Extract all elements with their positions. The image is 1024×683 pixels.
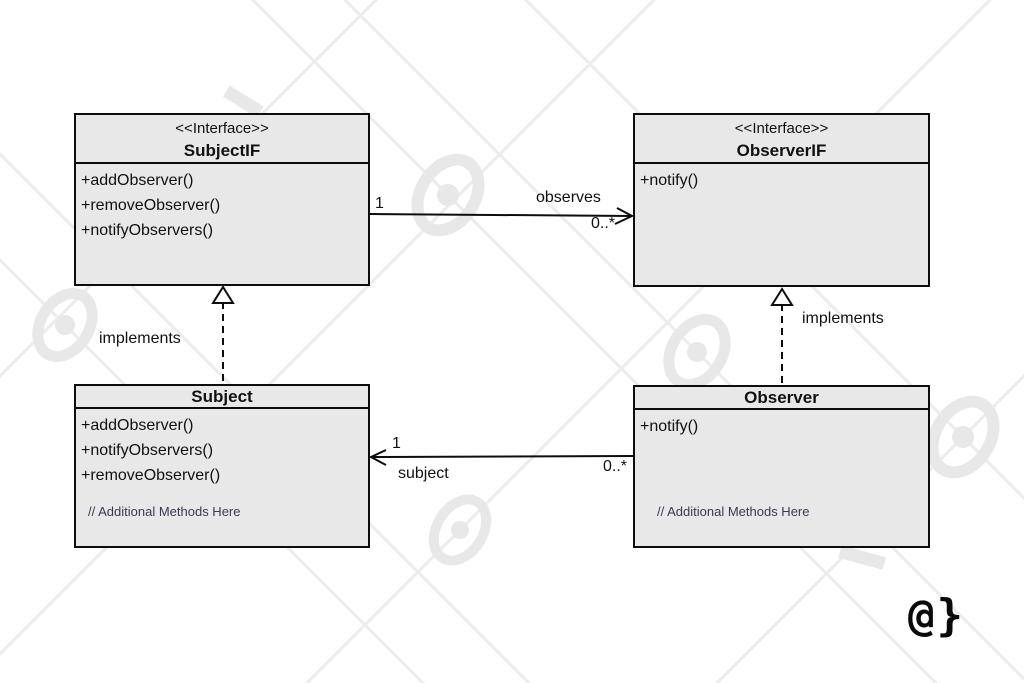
method-item: +notifyObservers() <box>81 222 214 239</box>
association-label-observes: observes <box>536 189 601 206</box>
realization-label-left: implements <box>99 330 181 347</box>
class-body: +addObserver() +removeObserver() +notify… <box>76 164 368 243</box>
association-observes-line <box>369 207 635 225</box>
class-header: Observer <box>635 387 928 410</box>
multiplicity-subject-source: 1 <box>392 435 401 452</box>
logo-glyph: @} <box>908 590 965 641</box>
class-name: Observer <box>744 388 819 407</box>
class-box-observer: Observer +notify() // Additional Methods… <box>633 385 930 548</box>
realization-right-line <box>770 287 794 385</box>
watermark-q-icon <box>32 287 98 363</box>
open-arrowhead-icon <box>368 449 387 466</box>
watermark-dash <box>838 545 887 570</box>
association-subject-line <box>368 449 634 466</box>
class-name: Subject <box>191 387 253 406</box>
realization-label-right: implements <box>802 310 884 327</box>
class-box-observerif: <<Interface>> ObserverIF +notify() <box>633 113 930 287</box>
method-item: +addObserver() <box>81 417 194 434</box>
method-item: +addObserver() <box>81 172 194 189</box>
class-name: ObserverIF <box>736 141 827 160</box>
method-item: +removeObserver() <box>81 467 221 484</box>
comment-text: // Additional Methods Here <box>657 504 810 519</box>
realization-triangle-icon <box>211 285 235 304</box>
watermark-q-icon <box>428 494 492 566</box>
method-item: +notifyObservers() <box>81 442 214 459</box>
class-box-subjectif: <<Interface>> SubjectIF +addObserver() +… <box>74 113 370 286</box>
class-header: <<Interface>> ObserverIF <box>635 115 928 164</box>
stereotype-label: <<Interface>> <box>175 120 269 137</box>
open-arrowhead-icon <box>614 207 635 225</box>
realization-triangle-icon <box>770 287 794 306</box>
watermark-q-icon <box>663 313 731 391</box>
class-body: +notify() <box>635 410 928 439</box>
watermark-dash <box>222 85 264 118</box>
class-box-subject: Subject +addObserver() +notifyObservers(… <box>74 384 370 548</box>
class-header: Subject <box>76 386 368 409</box>
class-body: +addObserver() +notifyObservers() +remov… <box>76 409 368 488</box>
method-item: +removeObserver() <box>81 197 221 214</box>
multiplicity-observes-source: 1 <box>375 195 384 212</box>
association-label-subject: subject <box>398 465 449 482</box>
class-name: SubjectIF <box>183 141 261 160</box>
multiplicity-observes-target: 0..* <box>591 215 616 232</box>
watermark-q-icon <box>926 395 1000 479</box>
multiplicity-subject-target: 0..* <box>603 458 628 475</box>
realization-left-line <box>211 285 235 384</box>
class-body: +notify() <box>635 164 928 193</box>
class-header: <<Interface>> SubjectIF <box>76 115 368 164</box>
comment-text: // Additional Methods Here <box>88 504 241 519</box>
method-item: +notify() <box>640 172 699 189</box>
stereotype-label: <<Interface>> <box>734 120 829 137</box>
method-item: +notify() <box>640 418 699 435</box>
watermark-q-icon <box>411 153 485 237</box>
